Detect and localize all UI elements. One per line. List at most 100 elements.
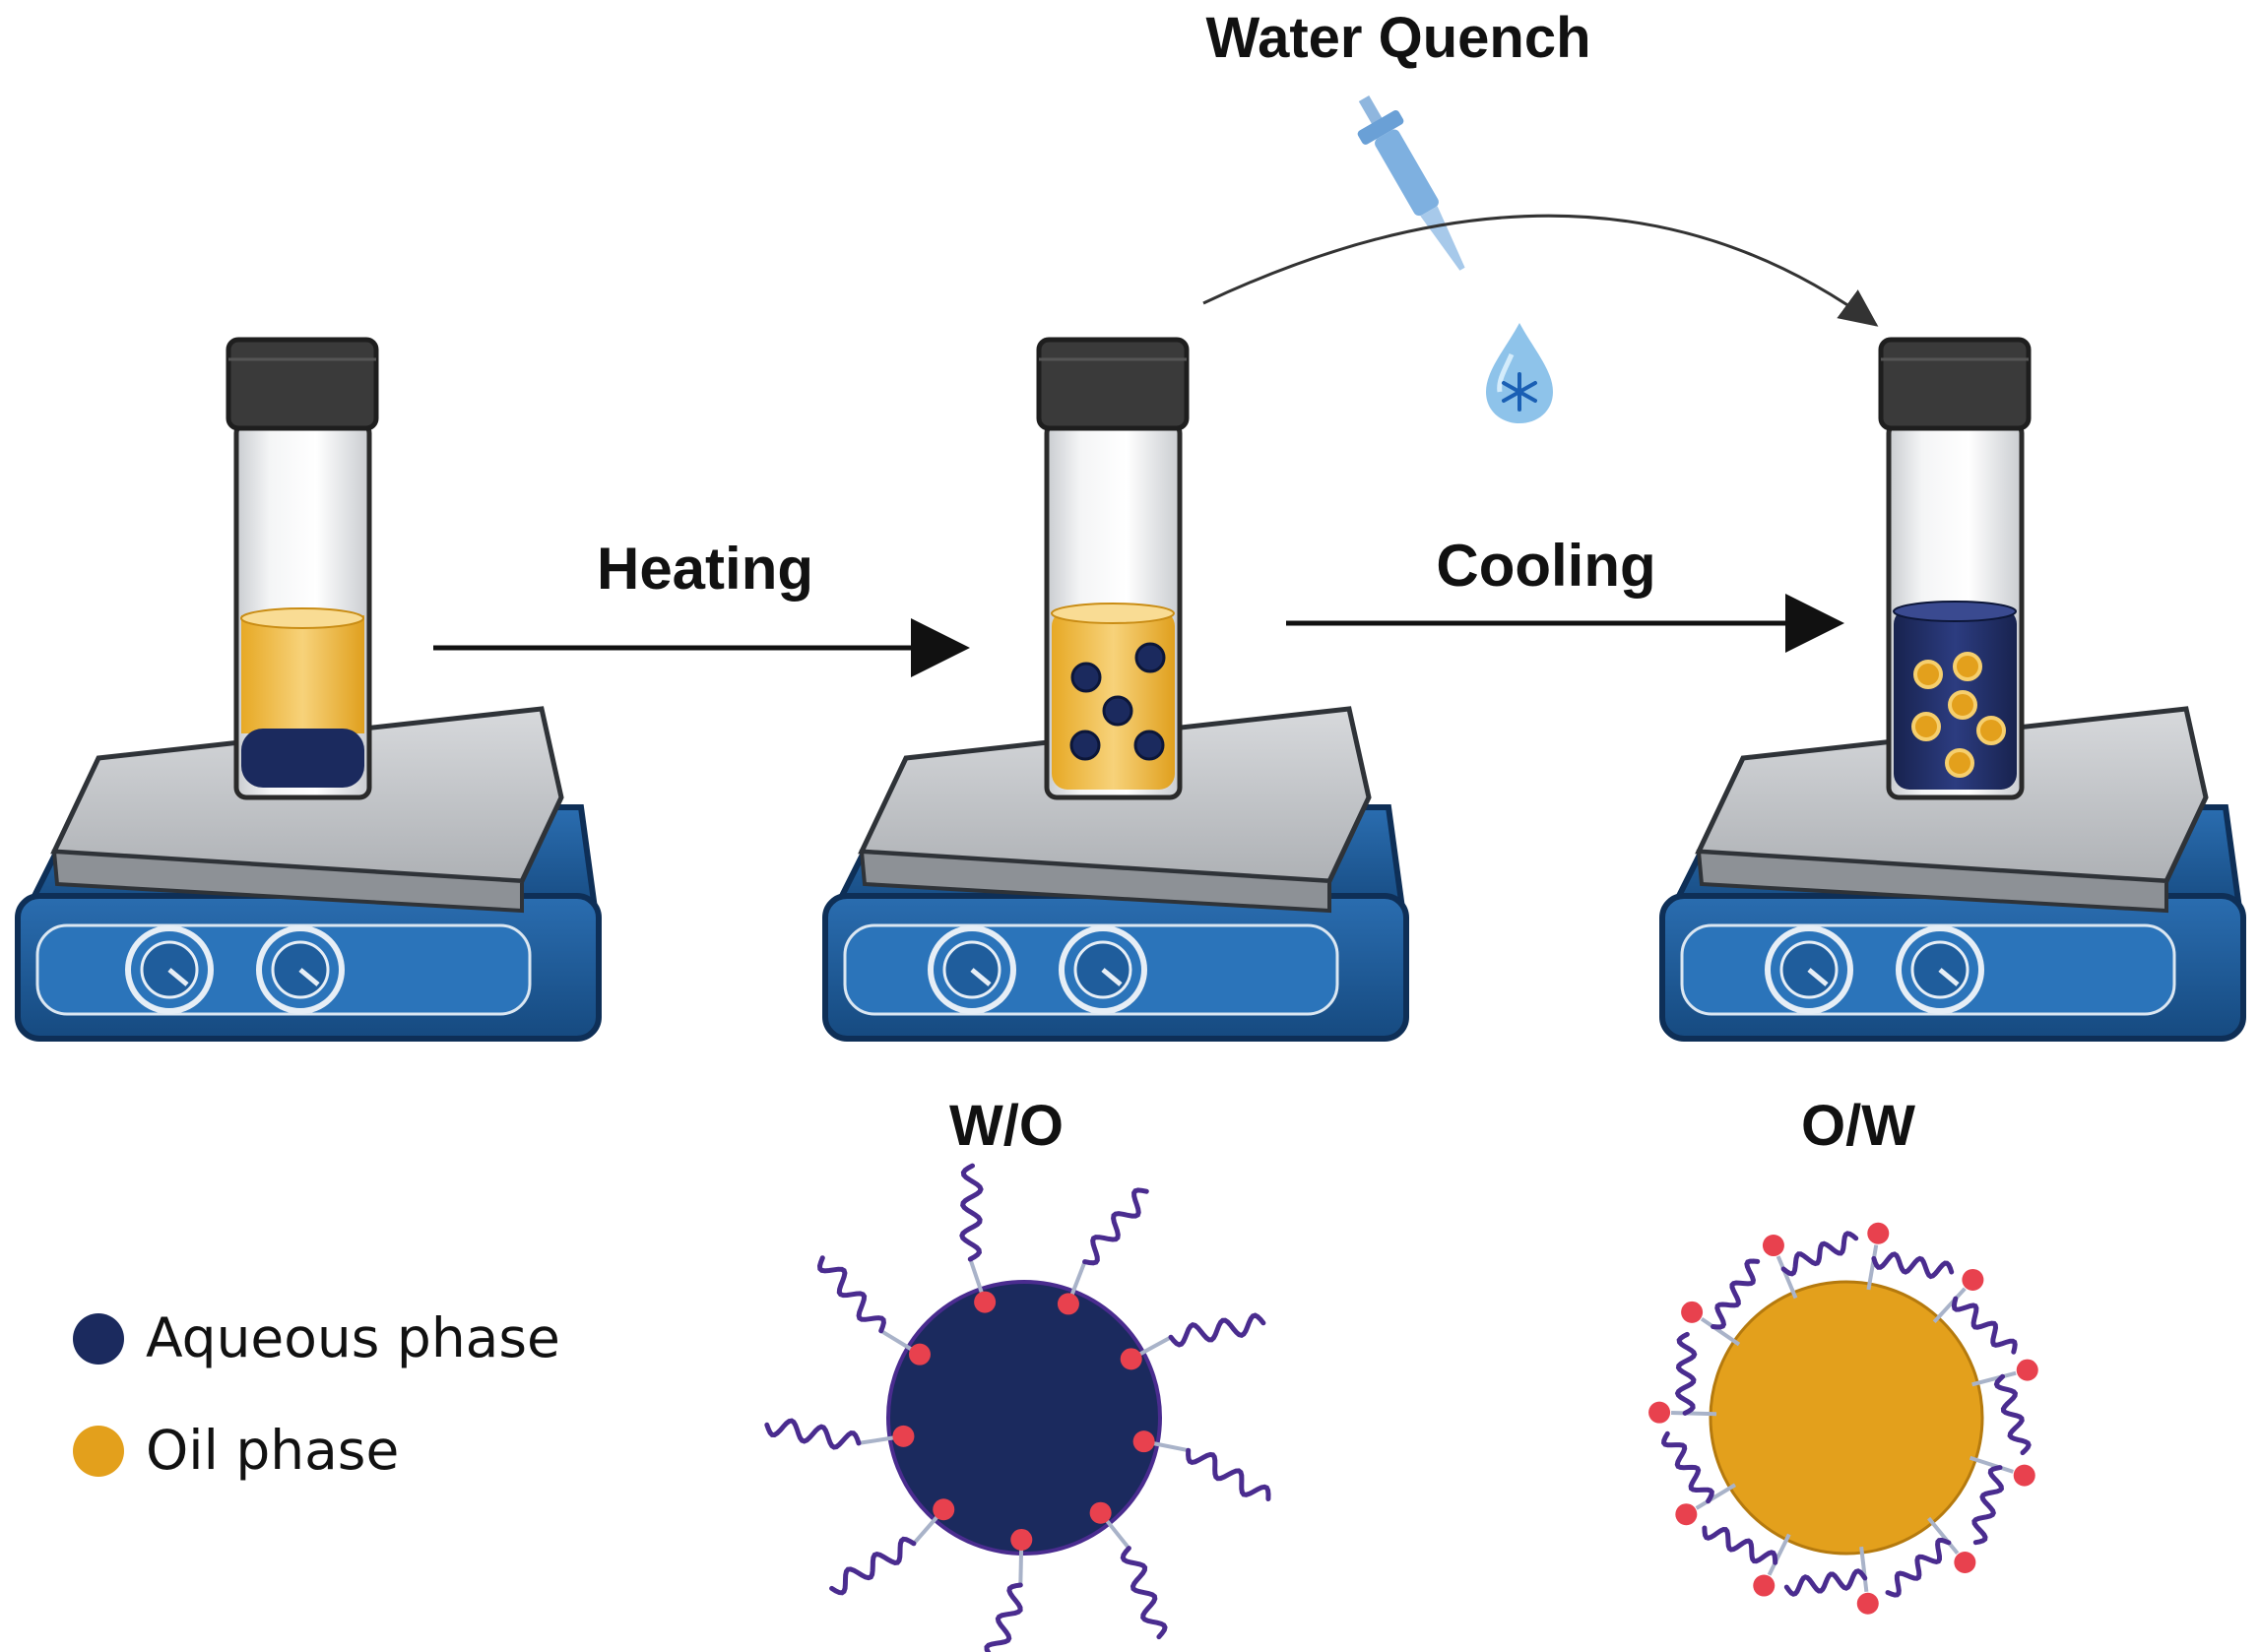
surfactant-molecule xyxy=(1661,1430,1737,1526)
surfactant-linker xyxy=(1971,1370,2017,1387)
legend-swatch-oil xyxy=(73,1426,124,1477)
heating-label: Heating xyxy=(597,536,813,602)
surfactant-tail xyxy=(1702,1525,1778,1565)
surfactant-tail xyxy=(1885,1537,1952,1598)
surfactant-tail xyxy=(816,1255,886,1334)
surfactant-linker xyxy=(1153,1441,1190,1453)
vial-ow xyxy=(1878,337,2032,800)
surfactant-linker xyxy=(1866,1244,1879,1291)
surfactant-head xyxy=(1057,1293,1079,1315)
surfactant-head xyxy=(974,1291,997,1313)
wo-micelle xyxy=(764,1163,1271,1652)
surfactant-molecule xyxy=(1702,1525,1791,1597)
surfactant-linker xyxy=(1105,1519,1130,1550)
surfactant-molecule xyxy=(1648,1331,1717,1424)
surfactant-molecule xyxy=(1762,1231,1859,1300)
surfactant-head xyxy=(1856,1592,1879,1615)
aqueous-core xyxy=(886,1280,1162,1556)
surfactant-head xyxy=(1962,1268,1984,1291)
legend-swatch-aqueous xyxy=(73,1313,124,1365)
surfactant-head xyxy=(2016,1359,2038,1381)
hotplate-1 xyxy=(15,706,602,1042)
surfactant-linker xyxy=(1700,1316,1741,1347)
surfactant-molecule xyxy=(816,1255,931,1366)
surfactant-tail xyxy=(1168,1312,1266,1348)
surfactant-head xyxy=(1867,1222,1890,1244)
wo-label: W/O xyxy=(949,1094,1064,1158)
surfactant-molecule xyxy=(1783,1546,1879,1615)
surfactant-molecule xyxy=(1971,1359,2038,1456)
surfactant-head xyxy=(2013,1464,2035,1487)
surfactant-linker xyxy=(1969,1455,2014,1474)
surfactant-tail xyxy=(1186,1447,1271,1501)
surfactant-tail xyxy=(984,1582,1023,1652)
surfactant-molecule xyxy=(984,1528,1033,1652)
surfactant-linker xyxy=(1695,1483,1737,1510)
surfactant-molecule xyxy=(829,1498,955,1596)
surfactant-molecule xyxy=(1969,1455,2035,1546)
knob-icon xyxy=(1765,925,1853,1014)
knob-icon xyxy=(1059,925,1147,1014)
surfactant-tail xyxy=(1871,1251,1955,1280)
surfactant-molecule xyxy=(1057,1187,1149,1315)
surfactant-linker xyxy=(1767,1533,1791,1576)
knob-icon xyxy=(256,925,345,1014)
surfactant-linker xyxy=(1069,1260,1087,1296)
ow-label: O/W xyxy=(1801,1094,1915,1158)
surfactant-linker xyxy=(1859,1546,1869,1593)
surfactant-linker xyxy=(879,1329,913,1352)
legend: Aqueous phase Oil phase xyxy=(73,1306,560,1482)
surfactant-tail xyxy=(959,1163,984,1262)
surfactant-head xyxy=(892,1425,915,1447)
surfactant-linker xyxy=(1671,1411,1717,1417)
water-quench-arrow xyxy=(1202,214,1879,327)
hotplate-3 xyxy=(1659,706,2246,1042)
surfactant-tail xyxy=(1783,1568,1868,1597)
knob-icon xyxy=(1896,925,1984,1014)
surfactant-molecule xyxy=(1681,1258,1761,1347)
surfactant-tail xyxy=(1993,1373,2032,1456)
vial-wo xyxy=(1036,337,1190,800)
knob-icon xyxy=(125,925,214,1014)
surfactant-linker xyxy=(1927,1516,1960,1556)
oil-core xyxy=(1709,1280,1984,1556)
surfactant-molecule xyxy=(1932,1268,2018,1355)
surfactant-molecule xyxy=(764,1418,915,1450)
surfactant-linker xyxy=(912,1515,939,1546)
surfactant-linker xyxy=(1138,1335,1172,1357)
legend-item-aqueous: Aqueous phase xyxy=(73,1306,560,1369)
surfactant-linker xyxy=(858,1435,894,1445)
surfactant-head xyxy=(1648,1401,1671,1424)
surfactant-tail xyxy=(1711,1258,1761,1330)
pipette-icon xyxy=(1357,95,1465,271)
surfactant-tail xyxy=(1661,1430,1714,1504)
surfactant-tail xyxy=(764,1418,862,1450)
water-quench-label: Water Quench xyxy=(1205,6,1590,70)
surfactant-head xyxy=(1675,1503,1698,1526)
surfactant-linker xyxy=(968,1258,984,1294)
surfactant-linker xyxy=(1018,1549,1024,1586)
surfactant-head xyxy=(933,1498,955,1521)
surfactant-tail xyxy=(829,1536,917,1596)
surfactant-molecule xyxy=(1089,1501,1168,1640)
legend-item-oil: Oil phase xyxy=(73,1419,399,1482)
surfactant-head xyxy=(1681,1301,1704,1323)
surfactant-tail xyxy=(1951,1296,2018,1355)
legend-label-aqueous: Aqueous phase xyxy=(146,1306,560,1369)
surfactant-head xyxy=(1120,1348,1142,1370)
surfactant-tail xyxy=(1120,1546,1168,1640)
surfactant-tail xyxy=(1082,1187,1149,1266)
surfactant-head xyxy=(1089,1501,1112,1524)
surfactant-head xyxy=(1762,1235,1784,1257)
surfactant-head xyxy=(1954,1552,1976,1574)
cooling-label: Cooling xyxy=(1436,533,1655,599)
legend-label-oil: Oil phase xyxy=(146,1419,399,1482)
surfactant-tail xyxy=(1971,1465,2004,1546)
surfactant-molecule xyxy=(1885,1516,1976,1598)
knob-icon xyxy=(928,925,1016,1014)
surfactant-head xyxy=(1753,1574,1776,1597)
surfactant-head xyxy=(1010,1528,1033,1551)
surfactant-head xyxy=(908,1343,931,1366)
surfactant-molecule xyxy=(959,1163,997,1313)
ow-micelle xyxy=(1648,1222,2038,1615)
